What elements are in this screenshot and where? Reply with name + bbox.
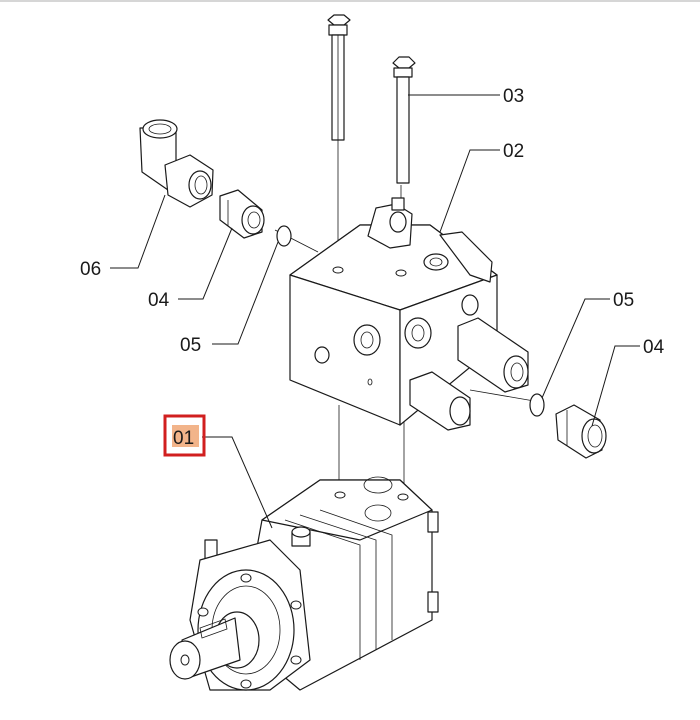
o-ring-right <box>529 393 545 417</box>
adapter-right <box>555 404 607 459</box>
callout-04-right[interactable]: 04 <box>643 337 665 358</box>
highlight-fill-01 <box>172 425 199 447</box>
leader-lines <box>110 94 640 529</box>
callout-05-left[interactable]: 05 <box>180 335 201 356</box>
callout-06[interactable]: 06 <box>80 259 101 280</box>
top-divider <box>0 0 700 2</box>
bolt-short <box>392 56 416 184</box>
adapter-left <box>219 189 265 239</box>
callout-02[interactable]: 02 <box>503 141 524 162</box>
o-ring-left <box>276 225 292 247</box>
highlight-box-01 <box>163 414 206 457</box>
elbow-fitting <box>139 119 214 208</box>
callout-03[interactable]: 03 <box>503 86 524 107</box>
callout-01[interactable]: 01 <box>173 428 194 449</box>
callout-04-left[interactable]: 04 <box>148 290 170 311</box>
hydraulic-motor <box>169 476 439 691</box>
bolt-long <box>327 14 351 141</box>
valve-block <box>289 197 529 431</box>
callout-05-right[interactable]: 05 <box>613 290 634 311</box>
